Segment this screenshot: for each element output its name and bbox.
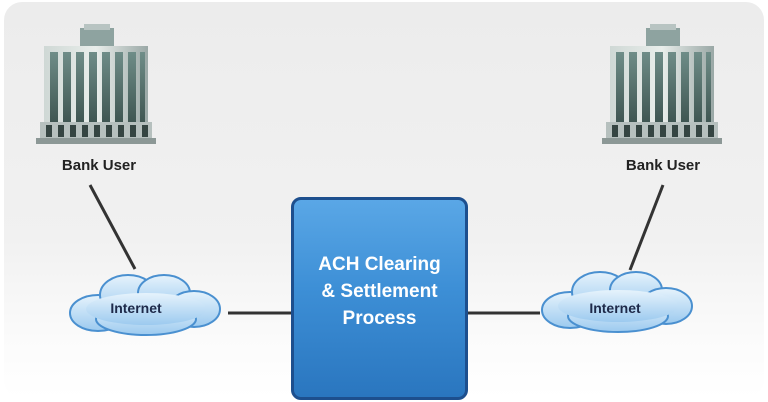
connector-bank-right-to-cloud: [628, 184, 665, 271]
bank-building-icon: [602, 24, 722, 144]
bank-building-icon: [36, 24, 156, 144]
internet-label-left: Internet: [110, 300, 162, 316]
cloud-icon: [69, 274, 221, 336]
bank-user-label-left: Bank User: [61, 157, 137, 174]
connector-bank-left-to-cloud: [88, 184, 137, 270]
internet-label-right: Internet: [589, 300, 641, 316]
bank-user-label-right: Bank User: [625, 157, 701, 174]
ach-process-label: ACH Clearing & Settlement Process: [318, 254, 441, 329]
cloud-icon: [541, 271, 693, 333]
ach-process-box: ACH Clearing & Settlement Process: [291, 197, 468, 400]
